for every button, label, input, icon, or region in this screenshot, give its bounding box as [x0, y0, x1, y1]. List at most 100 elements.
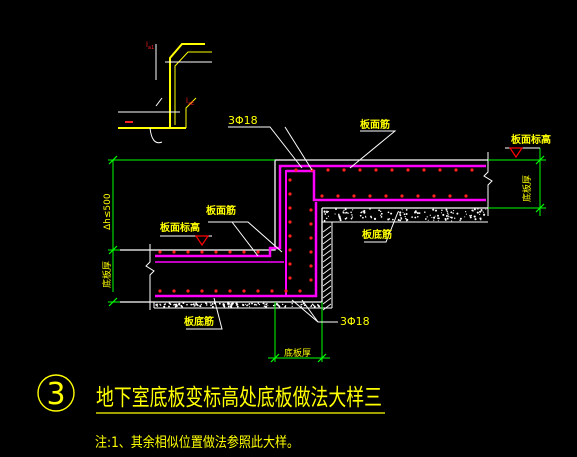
rebar-dot	[200, 250, 204, 254]
concrete-dot	[192, 303, 195, 306]
concrete-dot	[362, 216, 364, 219]
note-text: 注:1、其余相似位置做法参照此大样。	[95, 434, 299, 451]
concrete-dot	[447, 214, 449, 216]
concrete-dot	[262, 302, 264, 305]
concrete-dot	[277, 304, 279, 306]
concrete-dot	[205, 303, 208, 305]
concrete-dot	[197, 304, 199, 307]
concrete-dot	[291, 305, 293, 307]
concrete-dot	[256, 304, 258, 306]
level-markers	[194, 147, 524, 247]
concrete-dot	[258, 303, 261, 306]
step-cushion-hatch	[322, 225, 332, 311]
rebar-dot	[309, 208, 313, 212]
hatch-line	[322, 255, 332, 263]
concrete-dot	[248, 306, 251, 308]
concrete-dot	[445, 215, 448, 217]
concrete-dot	[456, 212, 459, 215]
concrete-dot	[343, 209, 345, 212]
concrete-dot	[351, 214, 353, 216]
concrete-dot	[411, 216, 413, 218]
concrete-dot	[399, 214, 402, 217]
hatch-line	[322, 285, 332, 293]
rebar-dot	[384, 194, 388, 198]
concrete-dot	[301, 303, 303, 306]
leader-rebar-top	[228, 126, 303, 169]
concrete-dot	[257, 302, 260, 305]
concrete-dot	[380, 216, 383, 218]
concrete-dot	[209, 302, 211, 304]
concrete-dot	[338, 215, 341, 218]
concrete-dot	[436, 217, 439, 219]
concrete-dot	[437, 214, 439, 217]
concrete-dot	[473, 208, 476, 211]
concrete-dot	[363, 210, 366, 212]
rebar-dot	[242, 289, 246, 293]
concrete-dot	[479, 210, 482, 213]
concrete-dot	[485, 208, 487, 210]
concrete-dot	[480, 219, 482, 221]
dim-bottom-tick-2	[317, 353, 327, 363]
leader-top-bar-left	[208, 221, 283, 253]
concrete-dot	[429, 214, 431, 216]
rebar-dot	[448, 194, 452, 198]
title-number: 3	[46, 377, 65, 412]
concrete-dot	[387, 211, 390, 214]
rebar-dot	[390, 168, 394, 172]
concrete-dot	[440, 212, 442, 214]
hatch-line	[322, 303, 332, 311]
concrete-dot	[181, 305, 183, 308]
concrete-dot	[345, 211, 348, 214]
concrete-dot	[365, 215, 367, 217]
rebar-dot	[309, 236, 313, 240]
concrete-dot	[446, 210, 448, 213]
concrete-dot	[450, 216, 453, 219]
concrete-dot	[427, 219, 429, 221]
concrete-dot	[454, 217, 456, 219]
slab-top-surface	[120, 159, 488, 251]
label-slab-top-level-right: 板面标高	[511, 133, 551, 146]
concrete-dot	[342, 211, 345, 214]
concrete-dot	[445, 209, 448, 211]
hatch-line	[322, 231, 332, 239]
rebar-dot	[186, 289, 190, 293]
concrete-dot	[206, 304, 208, 307]
concrete-outline	[120, 159, 488, 309]
concrete-dot	[478, 213, 481, 215]
concrete-dot	[469, 214, 471, 217]
label-slab-thickness-left: 底板厚	[101, 261, 113, 288]
hatch-line	[322, 243, 332, 251]
detail-lae-label: laE	[186, 97, 194, 107]
concrete-dot	[361, 211, 363, 213]
hatch-line	[322, 249, 332, 257]
concrete-dot	[313, 305, 316, 308]
concrete-dot	[448, 215, 450, 218]
hatch-line	[322, 279, 332, 287]
concrete-dot	[175, 303, 178, 306]
rebar-dot	[158, 250, 162, 254]
rebar-dot	[270, 289, 274, 293]
concrete-dot	[415, 211, 417, 214]
rebar-dot	[464, 194, 468, 198]
concrete-dot	[251, 302, 253, 305]
rebar-dot	[228, 250, 232, 254]
concrete-dot	[338, 214, 340, 216]
rebar-dot	[309, 264, 313, 268]
title-number-circle	[37, 374, 75, 412]
concrete-dot	[253, 303, 256, 306]
concrete-dot	[334, 213, 336, 215]
rebar-dot	[214, 250, 218, 254]
rebar-dot	[256, 250, 260, 254]
concrete-dot	[403, 213, 406, 216]
leader-rebar-top-2	[284, 126, 313, 171]
label-rebar-top: 3Φ18	[228, 114, 258, 127]
break-symbol-left	[145, 244, 155, 310]
rebar-dot	[294, 168, 298, 172]
concrete-dot	[483, 213, 486, 216]
concrete-dot	[369, 208, 371, 210]
rebar-dot	[288, 234, 292, 238]
rebar-dot	[288, 262, 292, 266]
rebar-dot	[256, 289, 260, 293]
concrete-dot	[380, 210, 382, 213]
rebar-dot	[158, 289, 162, 293]
